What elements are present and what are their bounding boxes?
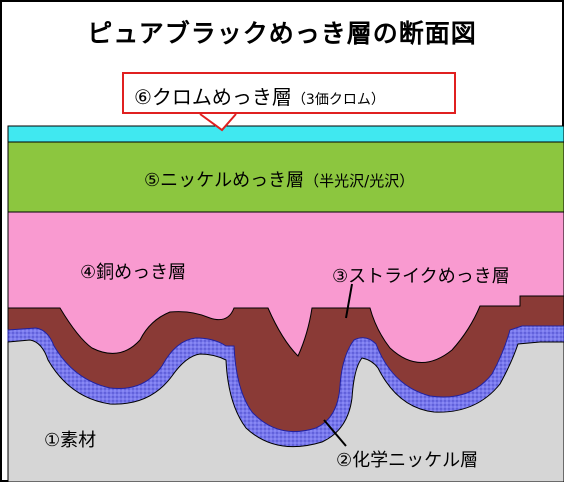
strike-layer-label: ③ストライクめっき層 — [332, 266, 510, 287]
diagram-title: ピュアブラックめっき層の断面図 — [87, 19, 477, 48]
nickel-layer — [7, 141, 564, 213]
chrome-layer-label: ⑥クロムめっき層（3価クロム） — [134, 85, 385, 109]
nickel-layer-label: ⑤ニッケルめっき層（半光沢/光沢） — [144, 170, 415, 191]
chemical-nickel-leader-line — [323, 419, 347, 447]
chemical-nickel-label: ②化学ニッケル層 — [336, 450, 479, 471]
copper-layer-label: ④銅めっき層 — [80, 262, 187, 283]
nickel-layer-note: （半光沢/光沢） — [304, 172, 415, 190]
strike-leader-line — [345, 283, 353, 319]
base-layer — [7, 339, 564, 482]
base-material-label: ①素材 — [44, 430, 97, 451]
chrome-layer — [7, 125, 564, 143]
chrome-layer-note: （3価クロム） — [291, 92, 385, 108]
callout-pointer — [199, 113, 237, 132]
chrome-callout-box: ⑥クロムめっき層（3価クロム） — [122, 72, 456, 114]
